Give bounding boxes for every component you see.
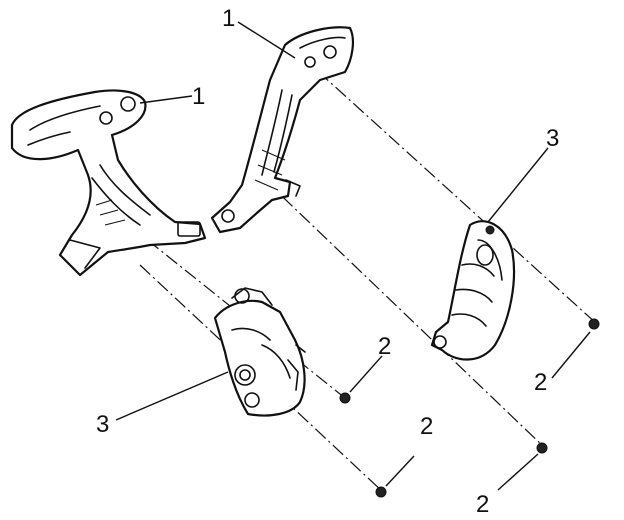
screws <box>339 318 600 498</box>
screw-right <box>588 318 600 330</box>
callout-2-mid: 2 <box>378 333 391 360</box>
callout-3-left: 3 <box>96 411 109 438</box>
callout-2-right: 2 <box>534 369 547 396</box>
spoke-bracket-left <box>10 89 207 277</box>
screw-lower <box>536 442 548 454</box>
callout-labels: 1 1 3 3 2 2 2 2 <box>96 5 559 518</box>
screw-bottom <box>375 486 387 498</box>
control-switch-left <box>213 287 306 417</box>
screw-mid <box>339 392 351 404</box>
callout-2-lower: 2 <box>420 413 433 440</box>
control-switch-right <box>430 220 516 361</box>
callout-1-left: 1 <box>192 83 205 110</box>
assembly-lines <box>109 54 599 493</box>
callout-1-top: 1 <box>222 5 235 32</box>
callout-2-bottom: 2 <box>476 491 489 518</box>
leader-lines <box>115 21 591 491</box>
spoke-bracket-top <box>210 26 354 234</box>
callout-3-right: 3 <box>546 125 559 152</box>
